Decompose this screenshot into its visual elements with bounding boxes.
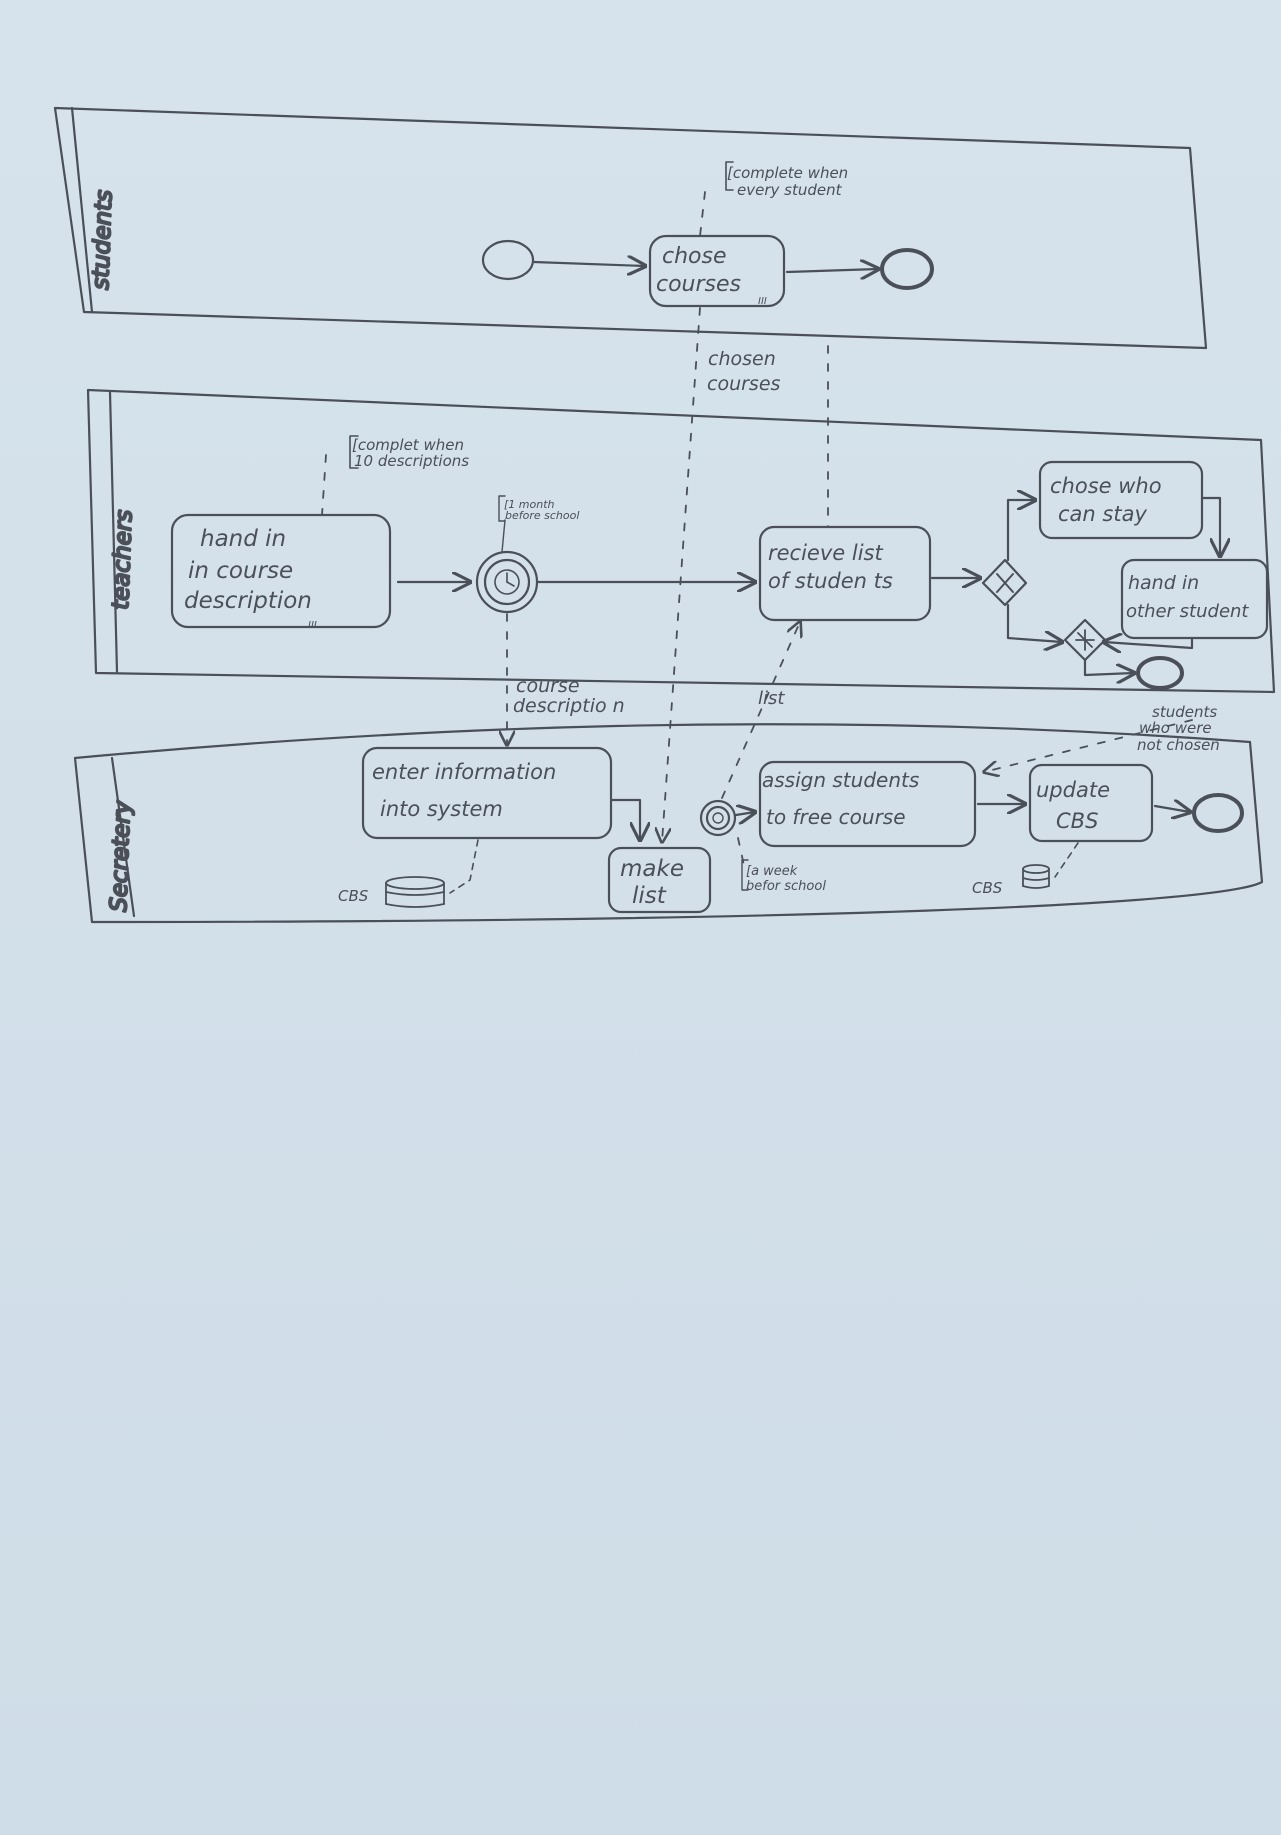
activity-label: assign students [762,768,919,792]
lane-secretary [73,723,1264,924]
activity-label: make [620,856,684,882]
activity-label: description [184,588,312,614]
end-event-students [880,248,934,290]
activity-label: courses [656,272,741,297]
multi-instance-marker: III [758,296,767,307]
message-flow-students-not-chosen [984,719,1193,772]
annotation-text: [complet when [352,436,464,454]
activity-label: chose [662,244,727,269]
activity-label: update [1036,778,1110,802]
flow-enter-to-make-list [610,798,640,840]
activity-label: to free course [766,805,906,829]
annotation-text: every student [737,181,843,199]
activity-label: hand in [200,526,286,552]
activity-label: into system [380,797,503,821]
bracket-complete-10-descriptions [349,435,359,469]
data-label-chosen-courses: chosen [708,348,776,370]
bracket-complete-every-student [725,161,734,191]
activity-label: of studen ts [768,569,893,593]
data-label-chosen-courses: courses [707,373,781,395]
annotation-text: [complete when [727,164,848,182]
activity-label: CBS [1056,809,1098,833]
activity-label: other student [1126,601,1249,622]
activity-label: in course [188,558,293,584]
association-enter-to-cbs [449,839,479,894]
activity-enter-information[interactable] [361,746,613,840]
activity-hand-in-other-student[interactable] [1120,558,1269,640]
activity-label: hand in [1128,572,1199,594]
flow-update-to-end [1153,806,1190,812]
activity-make-list[interactable] [607,846,712,914]
data-store-label-cbs-left: CBS [338,887,369,905]
annotation-text: befor school [746,879,826,894]
data-label-students-not-chosen: not chosen [1137,736,1220,754]
timer-event-month [475,550,539,614]
gateway-merge [1063,618,1107,662]
association-week-annotation [737,837,746,871]
activity-label: enter information [372,760,556,784]
flow-start-to-chose [532,262,645,266]
lane-label-secretary: Secretery [106,800,136,912]
flow-merge-to-end [1083,658,1134,675]
flow-week-to-assign [734,812,755,815]
activity-assign-students[interactable] [758,760,977,848]
activity-recieve-list[interactable] [758,525,932,622]
flow-gateway-to-merge [1006,603,1062,642]
end-event-secretary [1192,793,1244,833]
bracket-month-before-school [498,495,506,522]
flow-hand-in-to-merge [1104,638,1194,648]
activity-label: recieve list [768,541,883,565]
lane-label-teachers: teachers [108,509,137,610]
lane-label-students: students [88,189,117,290]
flow-chose-who-to-hand-in [1200,496,1220,556]
activity-chose-who-can-stay[interactable] [1038,460,1204,540]
data-label-students-not-chosen: students [1152,703,1217,721]
activity-label: chose who [1050,474,1162,498]
association-complete-10-descriptions [321,454,327,516]
flow-gateway-to-chose-who [1006,500,1035,562]
data-store-cbs-right [1022,864,1050,889]
start-event-students [481,239,535,281]
bracket-week-before-school [741,859,749,891]
data-label-students-not-chosen: who were [1139,719,1212,737]
data-label-course-description: course [516,675,580,697]
activity-chose-courses[interactable] [648,234,786,308]
activity-label: can stay [1058,502,1147,526]
association-update-to-cbs [1054,842,1079,878]
multi-instance-marker: III [308,620,317,631]
data-store-label-cbs-right: CBS [972,879,1003,897]
end-event-teachers [1136,656,1184,690]
data-store-cbs-left [385,876,445,908]
association-month-annotation [501,519,506,553]
annotation-text: [1 month [504,498,555,511]
lane-teachers [86,388,1276,694]
annotation-text: [a week [746,864,798,879]
activity-hand-in-course-description[interactable] [170,513,392,629]
data-label-course-description: descriptio n [513,695,625,717]
annotation-text: 10 descriptions [354,452,469,470]
gateway-split [981,558,1028,607]
data-label-list: list [758,688,785,709]
flow-chose-to-end [785,269,878,272]
association-complete-every-student [699,191,706,237]
message-flow-chosen-courses [662,307,701,842]
activity-label: list [632,883,667,909]
activity-update-cbs[interactable] [1028,763,1154,843]
annotation-text: before school [505,509,579,522]
timer-event-week [699,799,737,837]
message-flow-list [721,622,800,799]
lane-students [53,106,1208,350]
